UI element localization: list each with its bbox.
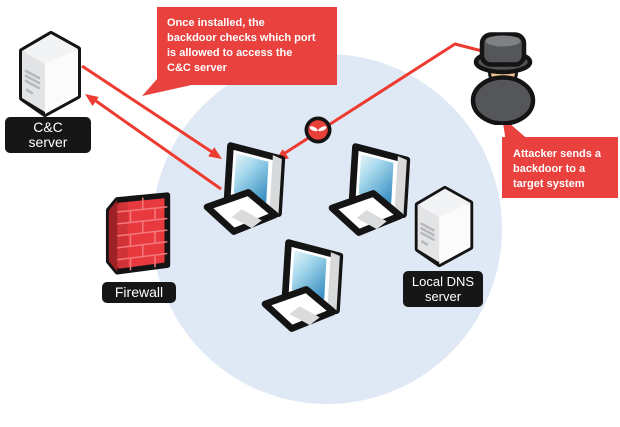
callout-check-line4: C&C server	[167, 62, 227, 74]
callout-send-line1: Attacker sends a	[513, 148, 602, 160]
attacker-body-icon	[470, 75, 536, 125]
callout-check-line2: backdoor checks which port	[167, 32, 316, 44]
dns-label-line2: server	[424, 289, 462, 304]
callout-attacker-send: Attacker sends a backdoor to a target sy…	[502, 137, 618, 198]
hat-top-icon	[485, 35, 521, 47]
malware-icon	[304, 116, 332, 144]
arrow-cnc-to-target	[81, 64, 222, 159]
attacker-icon	[470, 32, 536, 125]
callout-send-line3: target system	[513, 178, 585, 190]
cnc-server-label: C&C server	[5, 117, 91, 153]
brick-lines-icon	[117, 197, 168, 271]
cnc-server-icon	[19, 31, 81, 117]
arrow-target-to-cnc	[85, 94, 222, 191]
dns-server-label: Local DNS server	[403, 271, 483, 307]
lan-computer-2-icon	[261, 239, 344, 332]
firewall-label: Firewall	[102, 282, 176, 303]
callout-check-line1: Once installed, the	[167, 17, 265, 29]
malware-eye-right-icon	[318, 126, 327, 132]
lan-computer-icon	[328, 143, 411, 236]
callout-check-line3: is allowed to access the	[167, 47, 293, 59]
cnc-label-line1: C&C	[33, 119, 63, 135]
dns-label-line1: Local DNS	[411, 274, 475, 289]
firewall-icon	[105, 192, 171, 275]
malware-eye-left-icon	[309, 126, 318, 132]
target-computer-icon	[203, 142, 286, 235]
server-vents-icon	[24, 69, 41, 95]
server-vents-icon	[420, 222, 435, 246]
callout-send-line2: backdoor to a	[513, 163, 586, 175]
cnc-label-line2: server	[28, 134, 68, 150]
dns-server-icon	[414, 185, 474, 268]
firewall-label-text: Firewall	[114, 284, 164, 300]
callout-backdoor-check: Once installed, the backdoor checks whic…	[157, 7, 337, 85]
